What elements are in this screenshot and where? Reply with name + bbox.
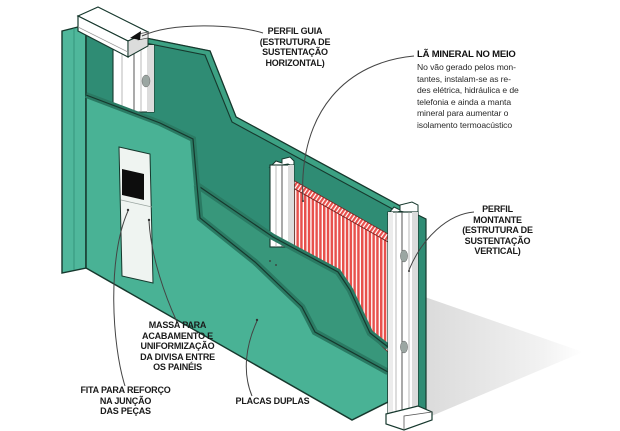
label-la-mineral-title: LÃ MINERAL NO MEIO bbox=[417, 49, 516, 60]
leader-arrowhead bbox=[130, 31, 141, 40]
stud-service-hole-upper bbox=[400, 249, 408, 263]
panel-joint-strip-front bbox=[118, 146, 154, 284]
label-placas-duplas: PLACAS DUPLAS bbox=[235, 396, 310, 406]
label-perfil-montante: PERFIL MONTANTE (ESTRUTURA DE SUSTENTAÇÃ… bbox=[462, 204, 533, 256]
floor-shadow bbox=[422, 296, 583, 420]
label-perfil-guia: PERFIL GUIA (ESTRUTURA DE SUSTENTAÇÃO HO… bbox=[259, 26, 331, 68]
electrical-box-front bbox=[122, 169, 144, 200]
label-massa: MASSA PARA ACABAMENTO E UNIFORMIZAÇÃO DA… bbox=[140, 320, 215, 372]
middle-plate-surface bbox=[197, 185, 388, 372]
middle-stud-profile bbox=[268, 156, 295, 248]
plate-edge-bevels bbox=[84, 92, 390, 375]
right-stud-profile bbox=[385, 201, 433, 431]
top-track-profile bbox=[76, 6, 150, 58]
leader-lines bbox=[113, 25, 475, 397]
label-la-mineral-body: No vão gerado pelos mon- tantes, instala… bbox=[417, 62, 519, 130]
top-stud-profile bbox=[112, 44, 155, 113]
stud-service-hole bbox=[141, 74, 151, 88]
right-stud-base bbox=[385, 405, 433, 431]
stud-service-hole-lower bbox=[400, 340, 408, 354]
label-fita: FITA PARA REFORÇO NA JUNÇÃO DAS PEÇAS bbox=[80, 385, 171, 416]
